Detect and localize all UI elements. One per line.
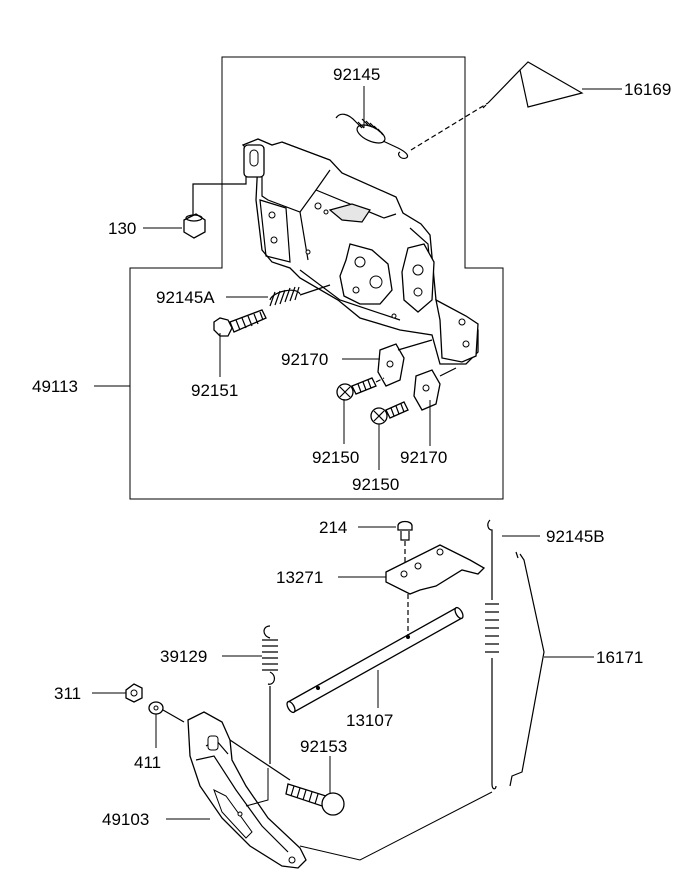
clip-92170-upper	[377, 339, 433, 387]
lower-outline	[245, 768, 493, 861]
label-92145A: 92145A	[156, 288, 215, 307]
shaft-13107	[286, 606, 464, 714]
screw-92150-upper	[336, 377, 385, 401]
label-311: 311	[54, 684, 81, 703]
washer-411	[148, 701, 185, 723]
assembly-frame-49113	[129, 56, 504, 500]
spring-92145	[335, 102, 489, 159]
spring-92145B	[485, 519, 499, 790]
label-16169: 16169	[624, 80, 671, 99]
label-92145: 92145	[333, 65, 380, 84]
label-16171: 16171	[596, 648, 643, 667]
rod-16171	[509, 551, 545, 787]
label-214: 214	[319, 518, 347, 537]
label-92170-lower: 92170	[400, 448, 447, 467]
label-49103: 49103	[102, 810, 149, 829]
throttle-wire-16169	[482, 61, 584, 109]
clip-92170-lower	[413, 367, 457, 411]
label-92145B: 92145B	[546, 527, 605, 546]
spring-92145A	[269, 284, 331, 307]
label-92170-upper: 92170	[281, 350, 328, 369]
control-plate	[241, 138, 479, 365]
label-130: 130	[108, 219, 136, 238]
label-411: 411	[134, 753, 161, 772]
bolt-92151	[213, 309, 267, 337]
plate-13271	[385, 544, 486, 636]
nut-311	[125, 683, 143, 703]
bolt-130	[183, 160, 247, 239]
label-92150-lower: 92150	[352, 475, 399, 494]
spring-39129	[262, 625, 278, 764]
leader-lines	[92, 86, 622, 820]
label-49113: 49113	[32, 377, 78, 396]
label-13271: 13271	[276, 568, 323, 587]
label-13107: 13107	[346, 711, 393, 730]
label-92150-upper: 92150	[312, 448, 359, 467]
lever-49103	[187, 711, 307, 869]
bolt-92153	[285, 783, 345, 816]
label-92151: 92151	[191, 381, 238, 400]
label-39129: 39129	[160, 647, 207, 666]
label-92153: 92153	[300, 737, 347, 756]
screw-92150-lower	[370, 401, 409, 425]
